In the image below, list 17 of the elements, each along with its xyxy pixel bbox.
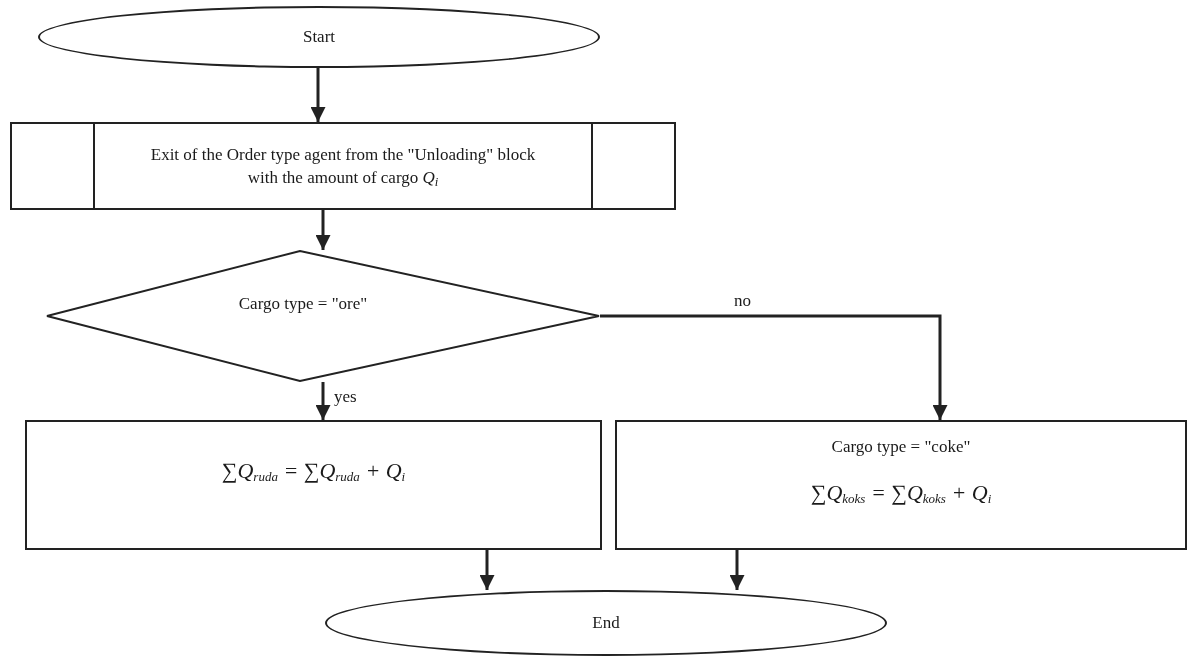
arrow	[310, 68, 326, 122]
node-text: Cargo type = "coke"	[831, 436, 971, 458]
node-text: Start	[302, 26, 336, 49]
arrow	[729, 550, 745, 590]
arrow	[479, 550, 495, 590]
process-box	[615, 420, 1187, 550]
node-text: ∑Q$_{koks}$ = ∑Q$_{koks}$ + Q$_{i}$	[810, 478, 992, 508]
predefined-process-box	[10, 122, 676, 210]
arrow	[600, 314, 948, 420]
process-box	[25, 420, 602, 550]
node-text: ∑Q$_{ruda}$ = ∑Q$_{ruda}$ + Q$_{i}$	[221, 457, 406, 487]
arrow	[315, 210, 331, 250]
node-text: End	[592, 612, 620, 635]
node-text: Exit of the Order type agent from the "Unloading" block with the amount of cargo Q$_{i}$	[149, 143, 537, 190]
decision-diamond	[46, 250, 600, 382]
node-text: Cargo type = "ore"	[238, 293, 368, 316]
arrow	[315, 382, 331, 420]
